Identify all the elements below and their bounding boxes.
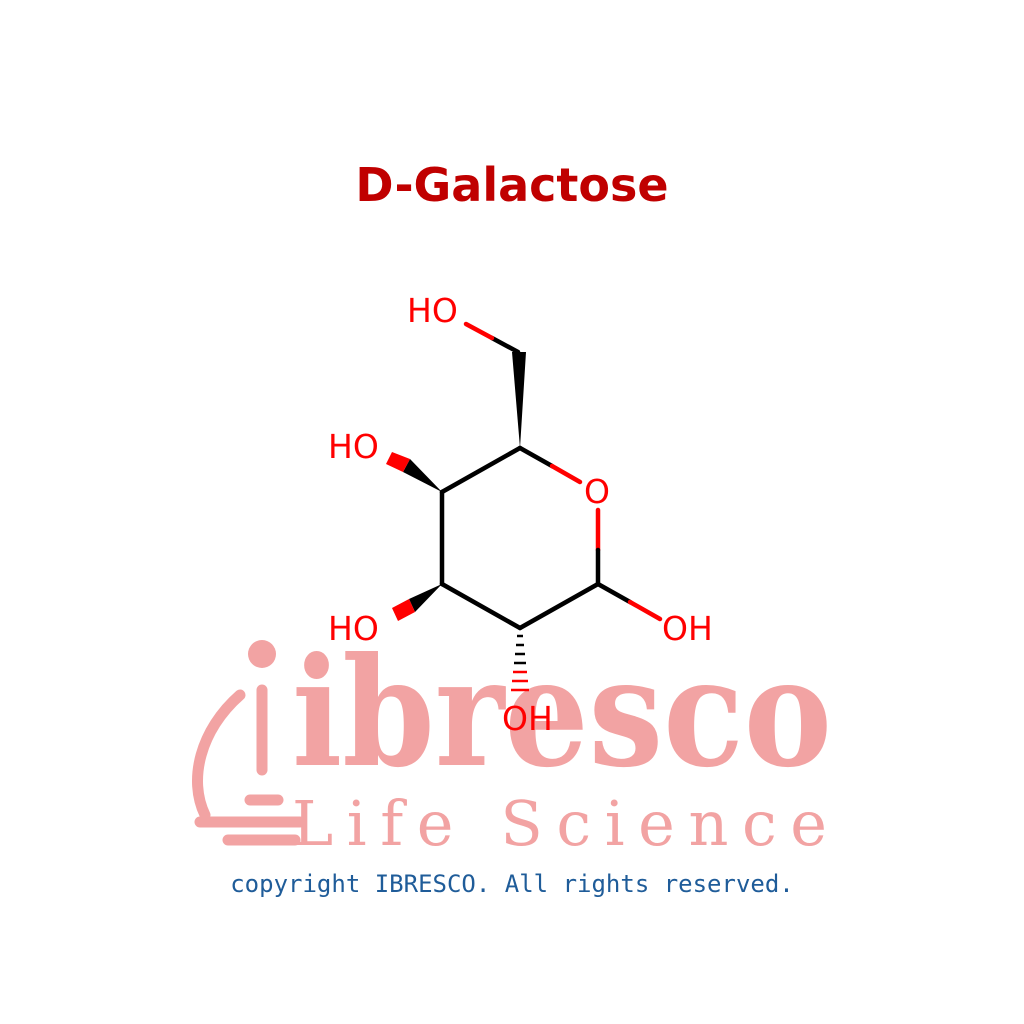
bond-c5-c4 (439, 445, 523, 495)
copyright-notice: copyright IBRESCO. All rights reserved. (230, 870, 794, 898)
watermark-brand: ibresco (292, 625, 832, 801)
wedge-c3-oh (409, 584, 442, 612)
bond-c5-o-ring-b (549, 463, 583, 485)
atom-label-ho-c6: HO (407, 291, 458, 330)
hash-c2-oh (511, 634, 529, 692)
page-title: D-Galactose (355, 158, 669, 212)
atom-label-oh-c1: OH (662, 609, 713, 648)
atom-label-ho-c4: HO (328, 427, 379, 466)
bond-c6-oh-a (489, 335, 521, 355)
atom-label-ho-c3: HO (328, 609, 379, 648)
bond-c1-oh-a (595, 581, 633, 605)
bond-c3-c2 (439, 581, 523, 631)
microscope-icon (192, 640, 306, 846)
wedge-c4-oh (403, 459, 442, 492)
atom-label-ring-o: O (584, 472, 610, 511)
bond-c2-c1 (517, 581, 601, 631)
wedge-c3-oh-red (392, 599, 415, 621)
bond-c6-oh-b (463, 321, 495, 341)
wedge-c4-oh-red (386, 452, 410, 472)
atom-label-oh-c2: OH (502, 699, 553, 738)
bond-c5-o-ring-a (517, 445, 555, 469)
bond-c1-oh-b (627, 599, 663, 622)
wedge-c5-c6 (512, 352, 526, 448)
